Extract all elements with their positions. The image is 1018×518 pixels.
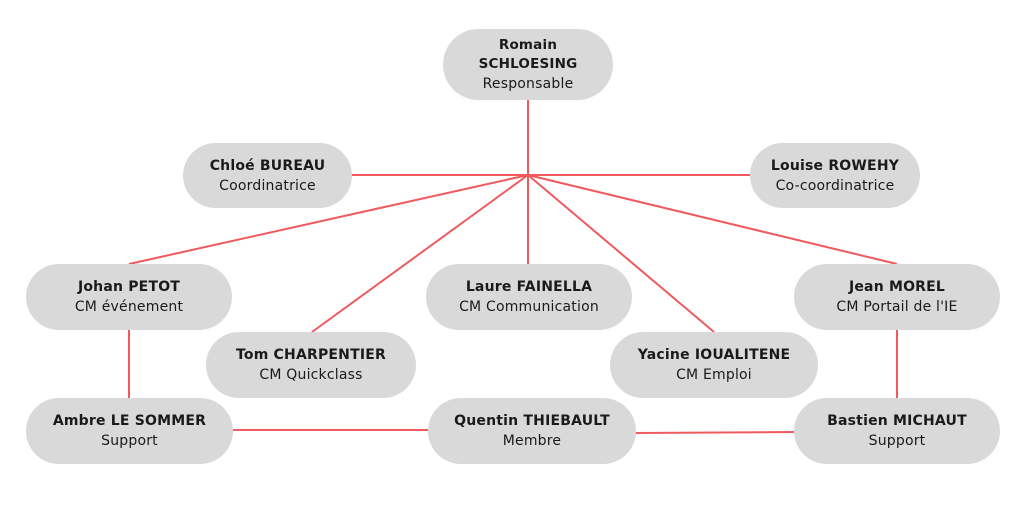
link-hub-petot	[128, 174, 529, 265]
node-cm-portail: Jean MOREL CM Portail de l'IE	[794, 264, 1000, 330]
node-support-left: Ambre LE SOMMER Support	[26, 398, 233, 464]
node-name: Quentin THIEBAULT	[454, 413, 610, 429]
node-role: Support	[101, 433, 158, 449]
node-role: Coordinatrice	[219, 177, 316, 194]
node-name: Yacine IOUALITENE	[637, 347, 791, 363]
link-thiebault-michaut	[635, 431, 795, 434]
node-role: Support	[868, 433, 926, 449]
node-support-right: Bastien MICHAUT Support	[794, 398, 1000, 464]
node-name-first: Romain	[498, 36, 558, 53]
node-role: Responsable	[482, 75, 574, 92]
node-cm-evenement: Johan PETOT CM événement	[26, 264, 232, 330]
node-name: Louise ROWEHY	[770, 157, 900, 174]
node-role: CM Emploi	[676, 367, 752, 383]
node-membre: Quentin THIEBAULT Membre	[428, 398, 636, 464]
node-coordinatrice: Chloé BUREAU Coordinatrice	[183, 143, 352, 208]
link-hub-morel	[527, 174, 898, 265]
node-name: Chloé BUREAU	[209, 157, 326, 174]
node-name: Laure FAINELLA	[465, 279, 593, 295]
node-responsable: Romain SCHLOESING Responsable	[443, 29, 613, 100]
node-role: Co-coordinatrice	[775, 177, 895, 194]
node-role: CM Portail de l'IE	[836, 299, 958, 315]
node-role: CM Communication	[459, 299, 599, 315]
node-name: Ambre LE SOMMER	[52, 413, 207, 429]
node-role: CM Quickclass	[259, 367, 363, 383]
node-name: Johan PETOT	[77, 279, 181, 295]
node-name-last: SCHLOESING	[478, 55, 578, 72]
node-role: Membre	[502, 433, 562, 449]
node-cm-emploi: Yacine IOUALITENE CM Emploi	[610, 332, 818, 398]
link-hub-ioualitene	[527, 174, 715, 333]
node-cm-communication: Laure FAINELLA CM Communication	[426, 264, 632, 330]
node-role: CM événement	[74, 299, 184, 315]
node-co-coordinatrice: Louise ROWEHY Co-coordinatrice	[750, 143, 920, 208]
node-name: Jean MOREL	[848, 279, 946, 295]
node-name: Bastien MICHAUT	[827, 413, 967, 429]
link-hub-charpentier	[311, 174, 529, 333]
node-name: Tom CHARPENTIER	[235, 347, 387, 363]
node-cm-quickclass: Tom CHARPENTIER CM Quickclass	[206, 332, 416, 398]
